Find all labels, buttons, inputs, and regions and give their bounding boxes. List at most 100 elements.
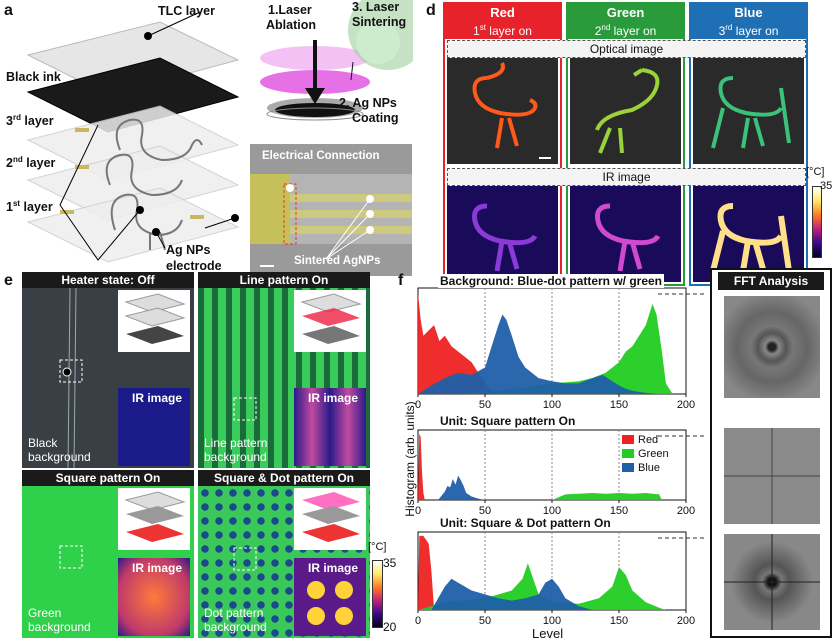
sintered-agnps-label: Sintered AgNPs [294, 255, 381, 267]
tile2-ir-label: IR image [308, 391, 359, 405]
electrode-label-line1: Ag NPs [166, 243, 211, 257]
hist1-xtick-label: 200 [677, 399, 695, 411]
hist3-xtick-label: 150 [610, 615, 628, 627]
hist1-series-blue [418, 314, 660, 394]
hist2-series-blue [438, 475, 485, 500]
ir-image-green [570, 186, 681, 282]
hist2-series-red [418, 433, 425, 500]
hist1-xtick-label: 0 [415, 399, 421, 411]
tile4-inset-layers [294, 488, 366, 550]
optical-image-red [447, 58, 558, 164]
layer-stack-illustration [26, 11, 240, 263]
tile4-ir-label: IR image [308, 561, 359, 575]
black-ink-label: Black ink [6, 70, 61, 84]
colorbar-e [372, 560, 383, 628]
layer-1-label: 1st layer [6, 199, 53, 215]
tile1-bg-line2: background [28, 450, 91, 464]
tile4-bg-line1: Dot pattern [204, 606, 264, 620]
legend-label-red: Red [638, 434, 658, 446]
ir-image-red [447, 186, 558, 282]
hist1-xtick-label: 50 [479, 399, 491, 411]
legend-swatch-blue [622, 463, 634, 472]
tile1-ir-label: IR image [132, 391, 183, 405]
hist3-xtick-label: 100 [543, 615, 561, 627]
fft-title: FFT Analysis [718, 272, 824, 290]
tile3-bg-line1: Green [28, 606, 62, 620]
tile4-bg-line2: background [204, 620, 267, 634]
hist-xlabel: Level [532, 626, 564, 641]
colorbar-e-min: 20 [383, 620, 397, 634]
hist3-series-blue [431, 578, 593, 610]
col-blue-header: Blue 3rd layer on [689, 2, 808, 39]
panel-a-letter: a [4, 2, 13, 19]
hist3-series-red [418, 535, 435, 610]
step2-line1: 2. Ag NPs [339, 96, 397, 110]
tile2-bg-line1: Line pattern [204, 436, 268, 450]
hist3-title: Unit: Square & Dot pattern On [438, 516, 613, 530]
layer-2-label: 2nd layer [6, 155, 56, 171]
tile3-title: Square pattern On [22, 470, 194, 486]
tile1-title: Heater state: Off [22, 272, 194, 288]
colorbar-e-max: 35 [383, 556, 397, 570]
colorbar-e-unit: [°C] [368, 541, 387, 553]
tile2-bg-line2: background [204, 450, 267, 464]
optical-image-label: Optical image [447, 40, 806, 58]
tile2-inset-layers [294, 290, 366, 352]
hist2-xtick-label: 200 [677, 505, 695, 517]
hist1-series-red [418, 293, 499, 394]
tile2-title: Line pattern On [198, 272, 370, 288]
hist-ylabel: Histogram (arb. units) [403, 401, 417, 517]
tile4-ir-image [294, 558, 366, 636]
hist2-xtick-label: 100 [543, 505, 561, 517]
hist2-series-green [552, 493, 662, 500]
hist1-series-green [418, 303, 673, 394]
tlc-layer-label: TLC layer [158, 4, 215, 18]
hist1-xtick-label: 100 [543, 399, 561, 411]
optical-image-green [570, 58, 681, 164]
hist3-xtick-label: 0 [415, 615, 421, 627]
colorbar-d-max: 35 [820, 180, 833, 192]
tile1-ir-image [118, 388, 190, 466]
ir-image-label-d: IR image [447, 168, 806, 186]
hist1-xtick-label: 150 [610, 399, 628, 411]
step1-line1: 1.Laser [268, 3, 312, 17]
tile3-inset-layers [118, 488, 190, 550]
step3-line2: Sintering [352, 15, 407, 29]
fft-image-3 [724, 534, 820, 630]
step3-line1: 3. Laser [352, 0, 400, 14]
col-red-header: Red 1st layer on [443, 2, 562, 39]
legend-label-green: Green [638, 448, 669, 460]
tile3-bg-line2: background [28, 620, 91, 634]
colorbar-d [812, 186, 822, 258]
panel-e-letter: e [4, 272, 13, 289]
tile3-ir-label: IR image [132, 561, 183, 575]
optical-image-blue [693, 58, 804, 164]
colorbar-d-unit: [°C] [806, 166, 825, 178]
tile4-title: Square & Dot pattern On [198, 470, 370, 486]
tile1-inset-layers [118, 290, 190, 352]
panel-b-image [243, 0, 428, 130]
tile2-ir-image [294, 388, 366, 466]
fft-image-2 [724, 428, 820, 524]
hist2-xtick-label: 0 [415, 505, 421, 517]
panel-c-micrograph [250, 144, 412, 276]
col-green-header: Green 2nd layer on [566, 2, 685, 39]
laser-process-illustration [260, 0, 428, 121]
hist1-title: Background: Blue-dot pattern w/ green [438, 274, 665, 288]
step2-line2: Coating [352, 111, 399, 125]
panel-d-letter: d [426, 2, 436, 19]
hist2-xtick-label: 150 [610, 505, 628, 517]
electrical-connection-label: Electrical Connection [262, 150, 380, 162]
hist3-series-green [418, 563, 666, 610]
ir-image-blue [693, 186, 804, 282]
hist3-xtick-label: 200 [677, 615, 695, 627]
hist3-xtick-label: 50 [479, 615, 491, 627]
sintered-micrograph [250, 144, 412, 276]
layer-3-label: 3rd layer [6, 113, 54, 129]
hist2-title: Unit: Square pattern On [438, 414, 578, 428]
electrode-label-line2: electrode [166, 259, 222, 273]
legend-label-blue: Blue [638, 462, 660, 474]
legend-swatch-green [622, 449, 634, 458]
hist2-xtick-label: 50 [479, 505, 491, 517]
